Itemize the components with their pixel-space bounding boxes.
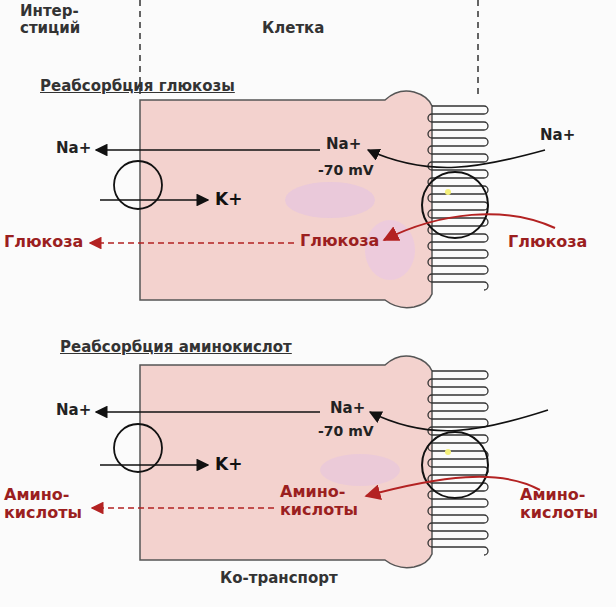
label: Ко-транспорт bbox=[220, 570, 338, 587]
label: Клетка bbox=[262, 20, 324, 37]
cell: Реабсорбция аминокислотNa+-70 mVK+Амино-… bbox=[140, 365, 430, 560]
label: Na+ bbox=[56, 140, 91, 157]
label: Глюкоза bbox=[4, 233, 83, 251]
na-arrow bbox=[96, 149, 320, 151]
cotransporter-dot bbox=[445, 449, 451, 455]
brush-border bbox=[428, 371, 488, 555]
label: Интер- стиций bbox=[20, 3, 80, 38]
k-arrow bbox=[100, 464, 208, 466]
amino-arrow bbox=[92, 507, 274, 509]
panel-title: Реабсорбция глюкозы bbox=[40, 78, 235, 95]
k-arrow bbox=[100, 199, 208, 201]
cell-label: Na+ bbox=[330, 400, 365, 417]
cell-label: Амино- кислоты bbox=[280, 483, 358, 520]
panel-title: Реабсорбция аминокислот bbox=[60, 339, 292, 356]
dashed-boundary bbox=[477, 0, 479, 96]
cell-body bbox=[140, 356, 432, 568]
cell-label: -70 mV bbox=[318, 423, 374, 439]
cell-texture bbox=[285, 182, 375, 218]
na-influx-arrow bbox=[370, 410, 548, 431]
label: Глюкоза bbox=[508, 233, 587, 251]
cell-texture bbox=[320, 454, 400, 486]
label: Na+ bbox=[56, 402, 91, 419]
cell: Реабсорбция глюкозыNa+-70 mVK+Глюкоза bbox=[140, 100, 430, 300]
cell-label: Na+ bbox=[326, 136, 361, 153]
label: Амино- кислоты bbox=[4, 486, 82, 523]
label: Амино- кислоты bbox=[520, 486, 598, 523]
cell-label: K+ bbox=[215, 190, 242, 210]
cell-label: K+ bbox=[215, 455, 242, 475]
na-influx-arrow bbox=[368, 150, 545, 167]
cotransporter bbox=[422, 432, 488, 498]
cell-label: Глюкоза bbox=[300, 232, 379, 250]
na-k-pump bbox=[114, 161, 162, 209]
label: Na+ bbox=[540, 127, 575, 144]
glucose-arrow bbox=[90, 242, 294, 244]
cotransporter-dot bbox=[445, 189, 451, 195]
amino-influx-arrow bbox=[366, 477, 540, 496]
cell-label: -70 mV bbox=[318, 162, 374, 178]
na-arrow bbox=[96, 411, 320, 413]
brush-border bbox=[428, 106, 488, 290]
cotransporter bbox=[422, 172, 488, 238]
